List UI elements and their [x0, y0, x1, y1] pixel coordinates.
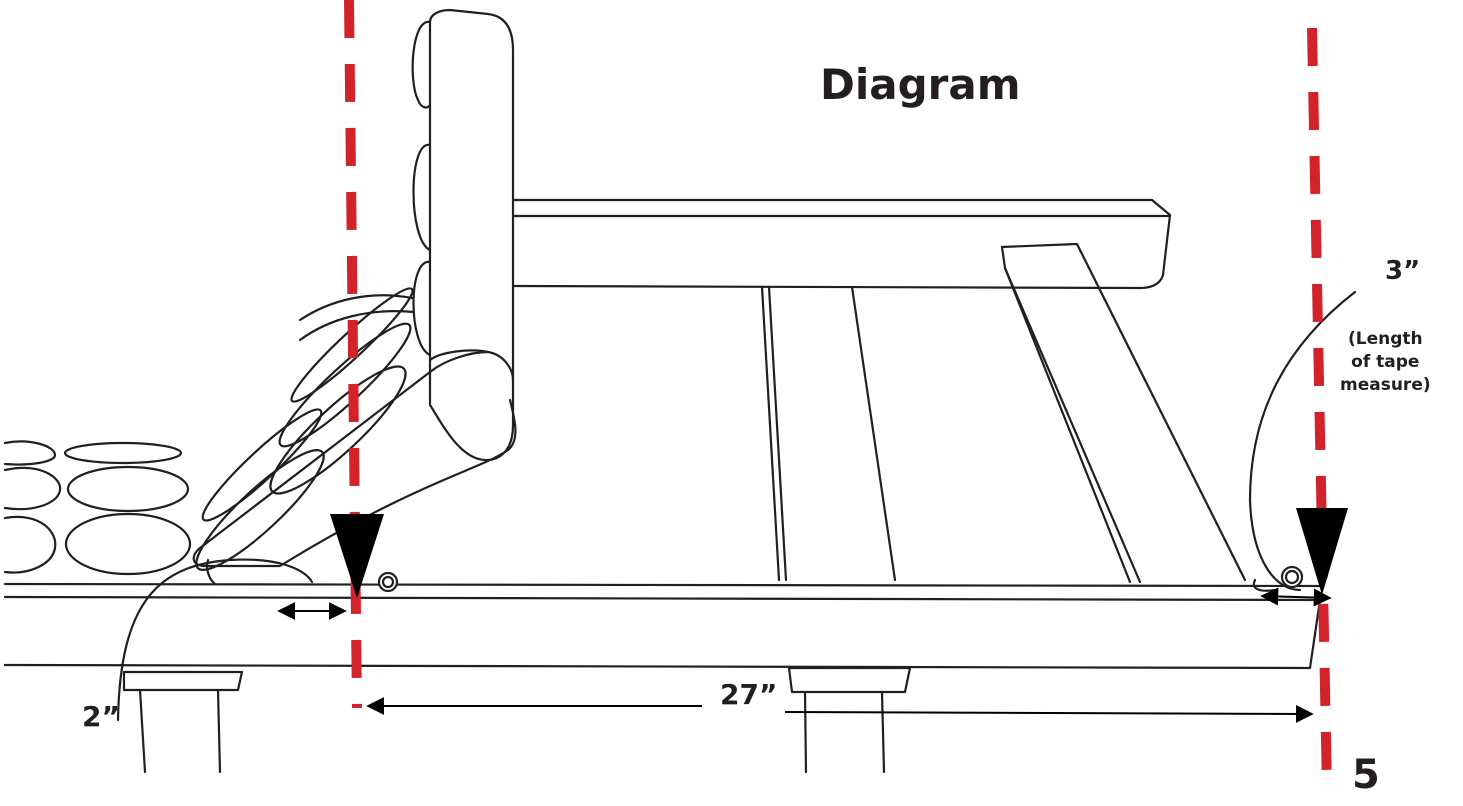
dimension-2-inch-label: 2”: [82, 700, 120, 733]
page-number: 5: [1352, 752, 1380, 798]
red-guide-lines: [344, 0, 1332, 791]
dimension-27-inch-label: 27”: [720, 678, 778, 711]
frame-slats: [760, 242, 1247, 584]
frame-feet: [122, 666, 912, 774]
measure-arrows: [277, 587, 1332, 723]
rail-pegs: [377, 565, 1304, 593]
fabric-roll-ellipses: [3, 287, 416, 586]
tape-measure-note: (Length of tape measure): [1340, 329, 1431, 395]
leader-lines: [116, 290, 1357, 722]
pointer-triangles: [330, 508, 1348, 598]
diagram-title: Diagram: [820, 60, 1021, 109]
right-pointer-triangle: [1296, 508, 1348, 595]
left-pointer-triangle: [330, 514, 384, 598]
frame-top-arm: [511, 198, 1172, 290]
dimension-3-inch-label: 3”: [1385, 256, 1421, 286]
frame-end-post: [411, 8, 515, 462]
frame-rail: [3, 578, 1322, 670]
